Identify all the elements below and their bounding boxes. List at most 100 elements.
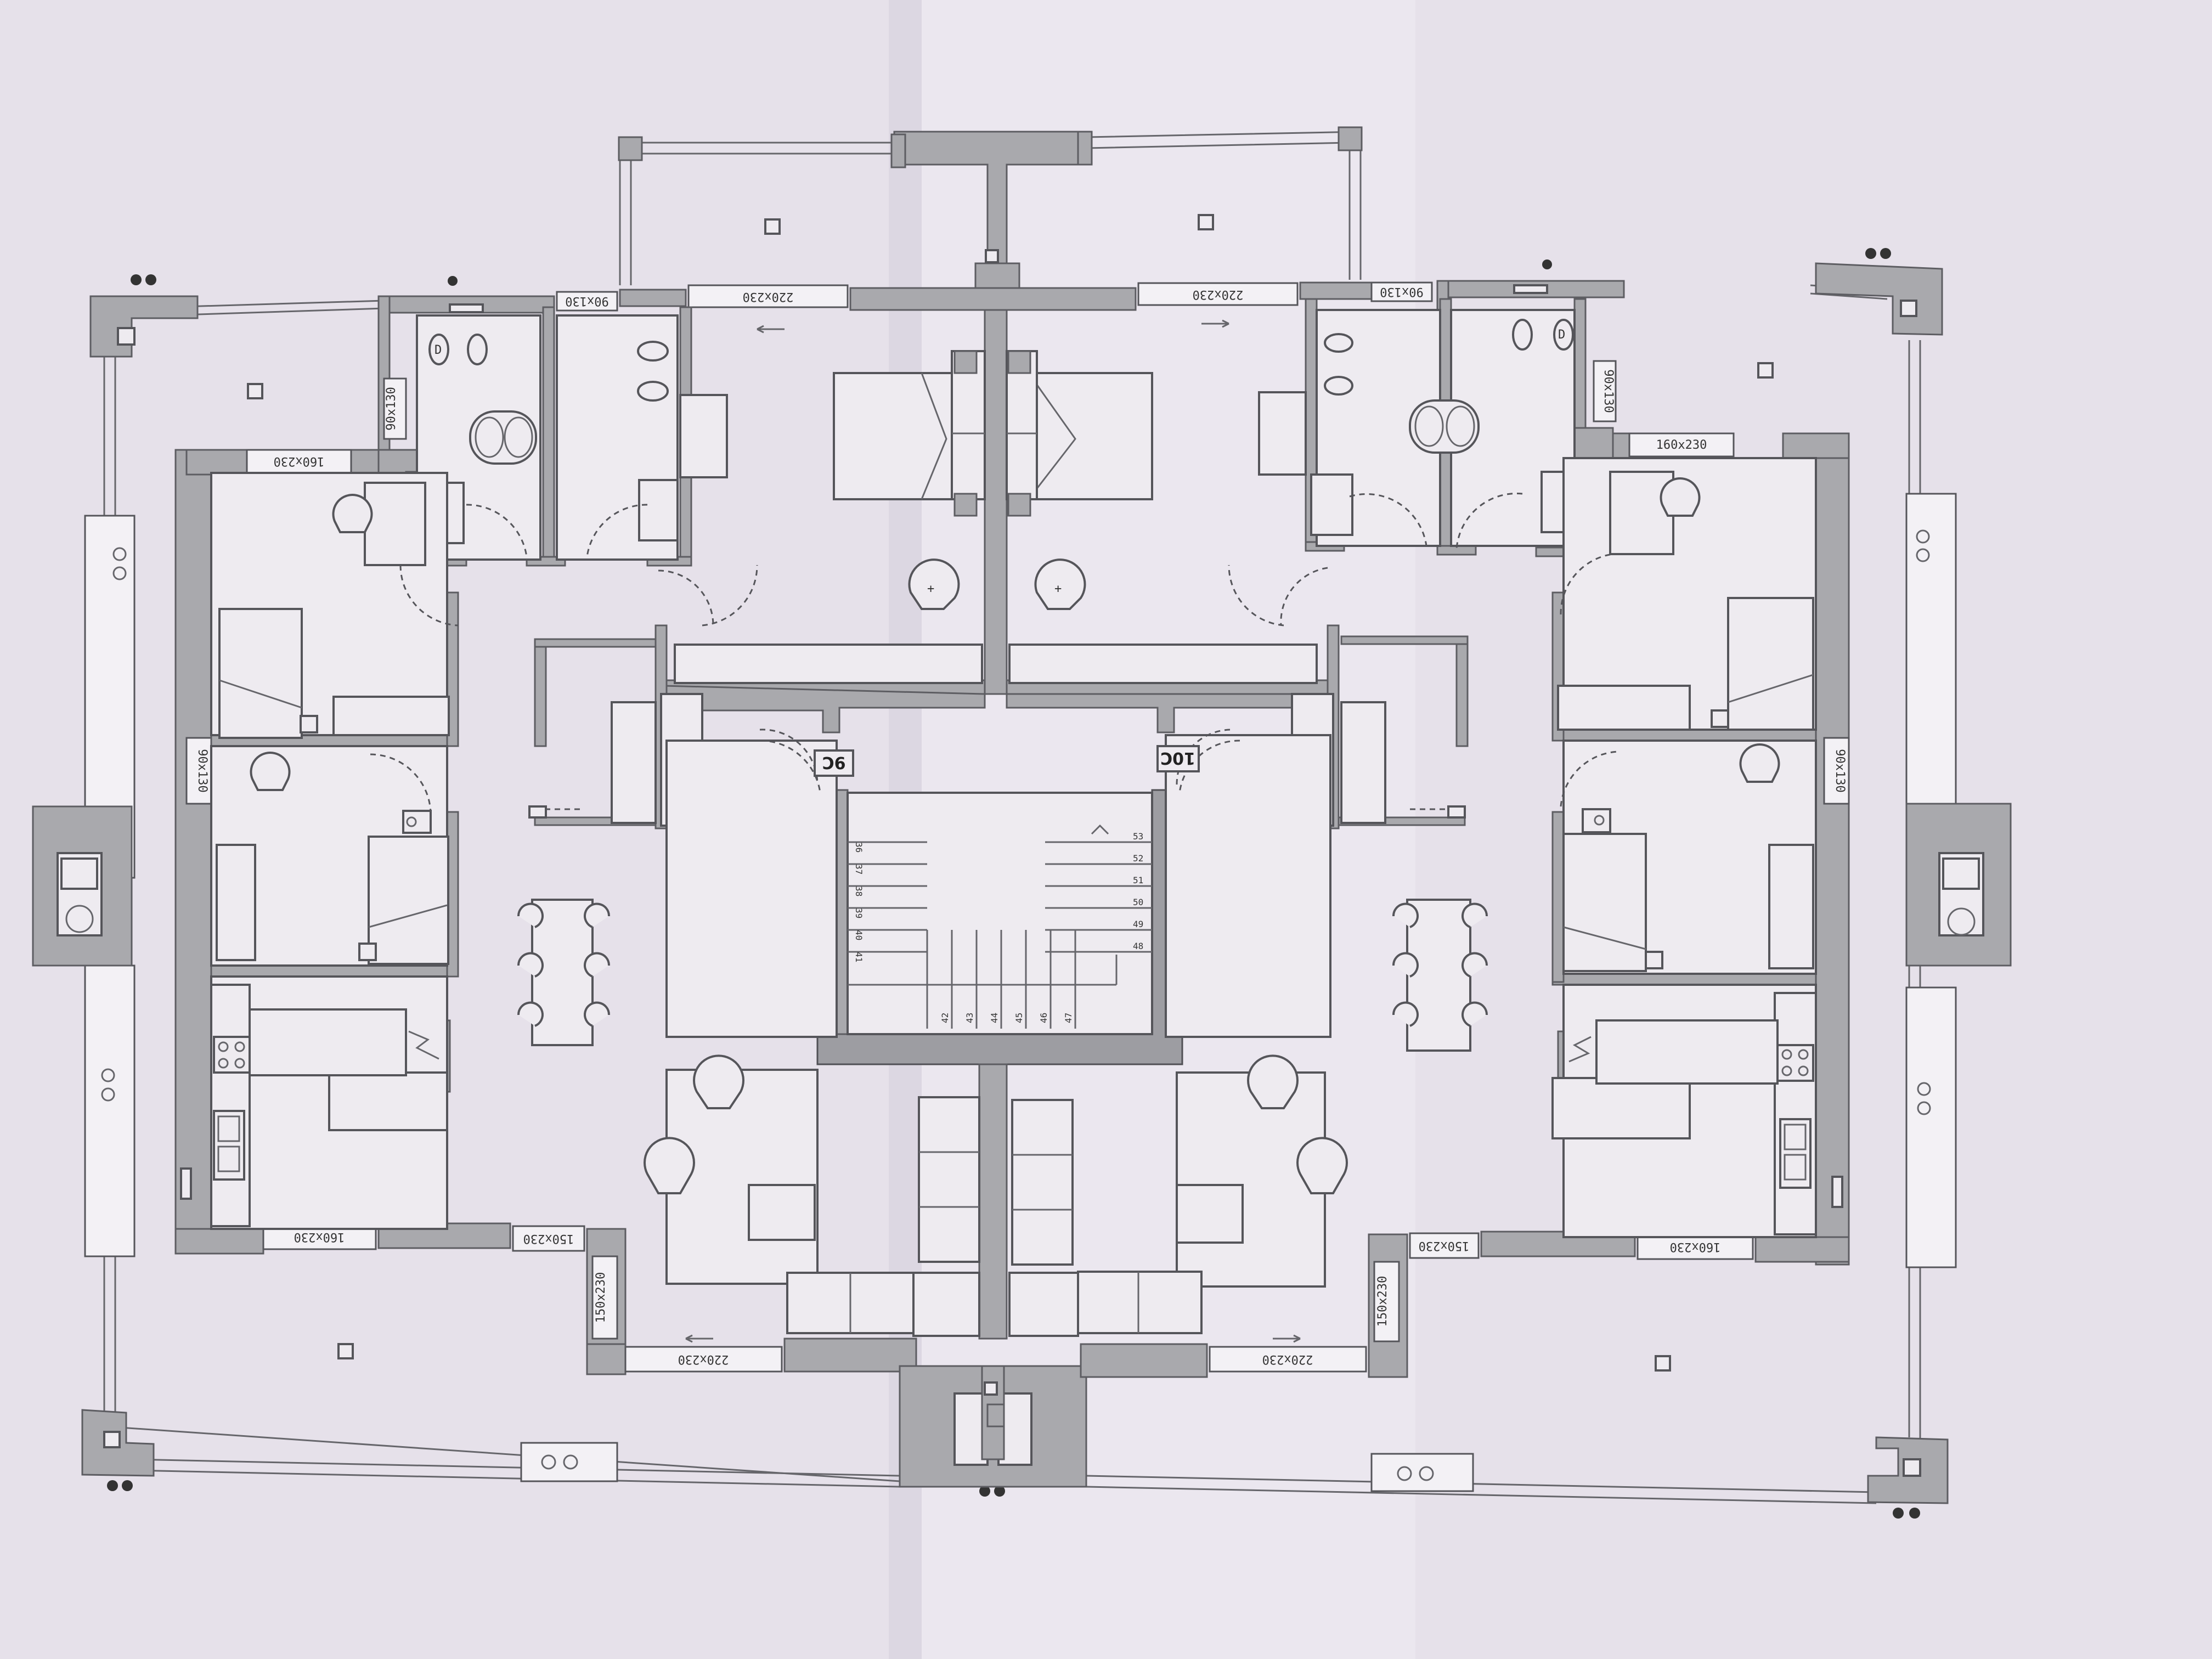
svg-text:90x130: 90x130 <box>565 294 608 308</box>
svg-text:90x130: 90x130 <box>1601 369 1615 413</box>
svg-text:150x230: 150x230 <box>594 1272 608 1323</box>
svg-text:+: + <box>1054 582 1062 596</box>
dining-table <box>1406 899 1471 1052</box>
chair-icon <box>517 1001 544 1027</box>
svg-text:48: 48 <box>1133 941 1143 951</box>
stair-hall: 36 37 38 39 40 41 53 52 51 50 49 48 42 4… <box>759 740 1240 1035</box>
svg-text:150x230: 150x230 <box>1419 1239 1470 1252</box>
svg-text:44: 44 <box>989 1013 1000 1023</box>
armchair-icon <box>908 558 960 610</box>
window-bottom-right-angle-a <box>1409 1232 1480 1259</box>
chair-icon <box>584 1001 611 1027</box>
svg-text:220x230: 220x230 <box>678 1352 729 1366</box>
window-right-bedroom <box>1628 432 1735 458</box>
svg-text:220x230: 220x230 <box>1262 1352 1313 1366</box>
unit-tag-right-box <box>1156 745 1200 772</box>
svg-text:43: 43 <box>964 1013 975 1023</box>
window-top-right-bath <box>1370 281 1433 302</box>
svg-text:D: D <box>435 343 442 357</box>
right-bathrooms: D <box>1258 284 1587 626</box>
left-bedroom-second <box>210 745 449 967</box>
armchair-icon <box>1296 1137 1348 1194</box>
openings: 220x230 220x230 90x130 90x130 90x130 90x… <box>185 281 1850 1373</box>
svg-text:40: 40 <box>854 930 864 940</box>
chair-icon <box>1660 477 1701 517</box>
toilet-icon <box>428 334 449 365</box>
chair-icon <box>1392 1001 1419 1027</box>
left-bathrooms: D <box>416 303 728 626</box>
svg-text:37: 37 <box>854 864 864 874</box>
bed-icon <box>218 608 303 739</box>
svg-text:52: 52 <box>1133 853 1143 864</box>
left-living-room <box>517 729 980 1337</box>
shower-icon <box>1310 473 1353 536</box>
svg-text:90x130: 90x130 <box>1833 749 1847 792</box>
window-bottom-left-balcony <box>624 1346 783 1373</box>
bed-icon <box>1727 597 1814 731</box>
drain-icon <box>65 905 94 933</box>
svg-text:42: 42 <box>940 1013 950 1023</box>
chair-icon <box>517 952 544 978</box>
dining-table <box>531 899 594 1046</box>
window-left-bedroom <box>246 449 352 474</box>
window-left-room-side <box>185 737 212 805</box>
svg-text:53: 53 <box>1133 831 1143 842</box>
right-bedroom-second <box>1560 740 1817 975</box>
floor-drain-icon <box>1198 214 1214 230</box>
stove-icon <box>1776 1044 1814 1082</box>
left-bedroom-master <box>210 472 459 739</box>
stair-numbers-right: 53 52 51 50 49 48 <box>1133 831 1143 951</box>
window-top-left-bath <box>556 291 618 312</box>
sofa <box>1011 1099 1074 1266</box>
armchair-icon <box>693 1054 744 1109</box>
svg-text:46: 46 <box>1039 1013 1049 1023</box>
unit-tag-left-box <box>814 749 854 777</box>
window-left-bath-side <box>383 377 407 440</box>
armchair-icon <box>644 1137 695 1194</box>
bed-icon <box>368 836 449 965</box>
chair-icon <box>584 902 611 928</box>
svg-text:D: D <box>1558 328 1565 342</box>
sink-icon <box>1942 857 1980 890</box>
chair-icon <box>1392 902 1419 928</box>
window-bottom-right-balcony <box>1209 1346 1367 1373</box>
floor-drain-icon <box>247 383 263 399</box>
shower-icon <box>638 479 679 541</box>
upper-stairs <box>833 350 1153 517</box>
svg-text:47: 47 <box>1063 1013 1074 1023</box>
bidet-icon <box>1324 333 1353 353</box>
sink-icon <box>60 857 98 890</box>
corner-columns <box>81 248 1949 1519</box>
window-bottom-right-living <box>1637 1233 1754 1260</box>
svg-text:90x130: 90x130 <box>385 387 398 430</box>
coffee-table <box>748 1184 816 1241</box>
svg-text:36: 36 <box>854 842 864 853</box>
svg-text:51: 51 <box>1133 875 1143 885</box>
window-bottom-left-angle-a <box>512 1225 585 1252</box>
chair-icon <box>1739 743 1780 783</box>
svg-text:160x230: 160x230 <box>294 1230 345 1244</box>
chair-icon <box>1462 902 1488 928</box>
svg-text:150x230: 150x230 <box>523 1232 574 1245</box>
toilet-icon <box>1512 319 1533 351</box>
svg-text:45: 45 <box>1014 1013 1024 1023</box>
svg-text:220x230: 220x230 <box>743 290 794 303</box>
right-kitchen <box>1551 984 1843 1238</box>
svg-text:38: 38 <box>854 886 864 896</box>
toilet-icon <box>1324 376 1353 396</box>
svg-text:150x230: 150x230 <box>1376 1276 1390 1327</box>
window-right-room-side <box>1823 737 1850 805</box>
bidet-icon <box>637 341 669 362</box>
chair-icon <box>1462 1001 1488 1027</box>
svg-text:90x130: 90x130 <box>1380 285 1423 298</box>
entry-armchairs: + + <box>908 558 1086 610</box>
chair-icon <box>584 952 611 978</box>
sofa <box>918 1096 980 1263</box>
floor-drain-icon <box>764 218 781 235</box>
svg-text:90x130: 90x130 <box>195 749 209 792</box>
svg-text:+: + <box>927 582 934 596</box>
svg-text:50: 50 <box>1133 897 1143 907</box>
stair-numbers-bottom: 42 43 44 45 46 47 <box>940 1013 1074 1023</box>
bed-icon <box>1562 833 1647 972</box>
